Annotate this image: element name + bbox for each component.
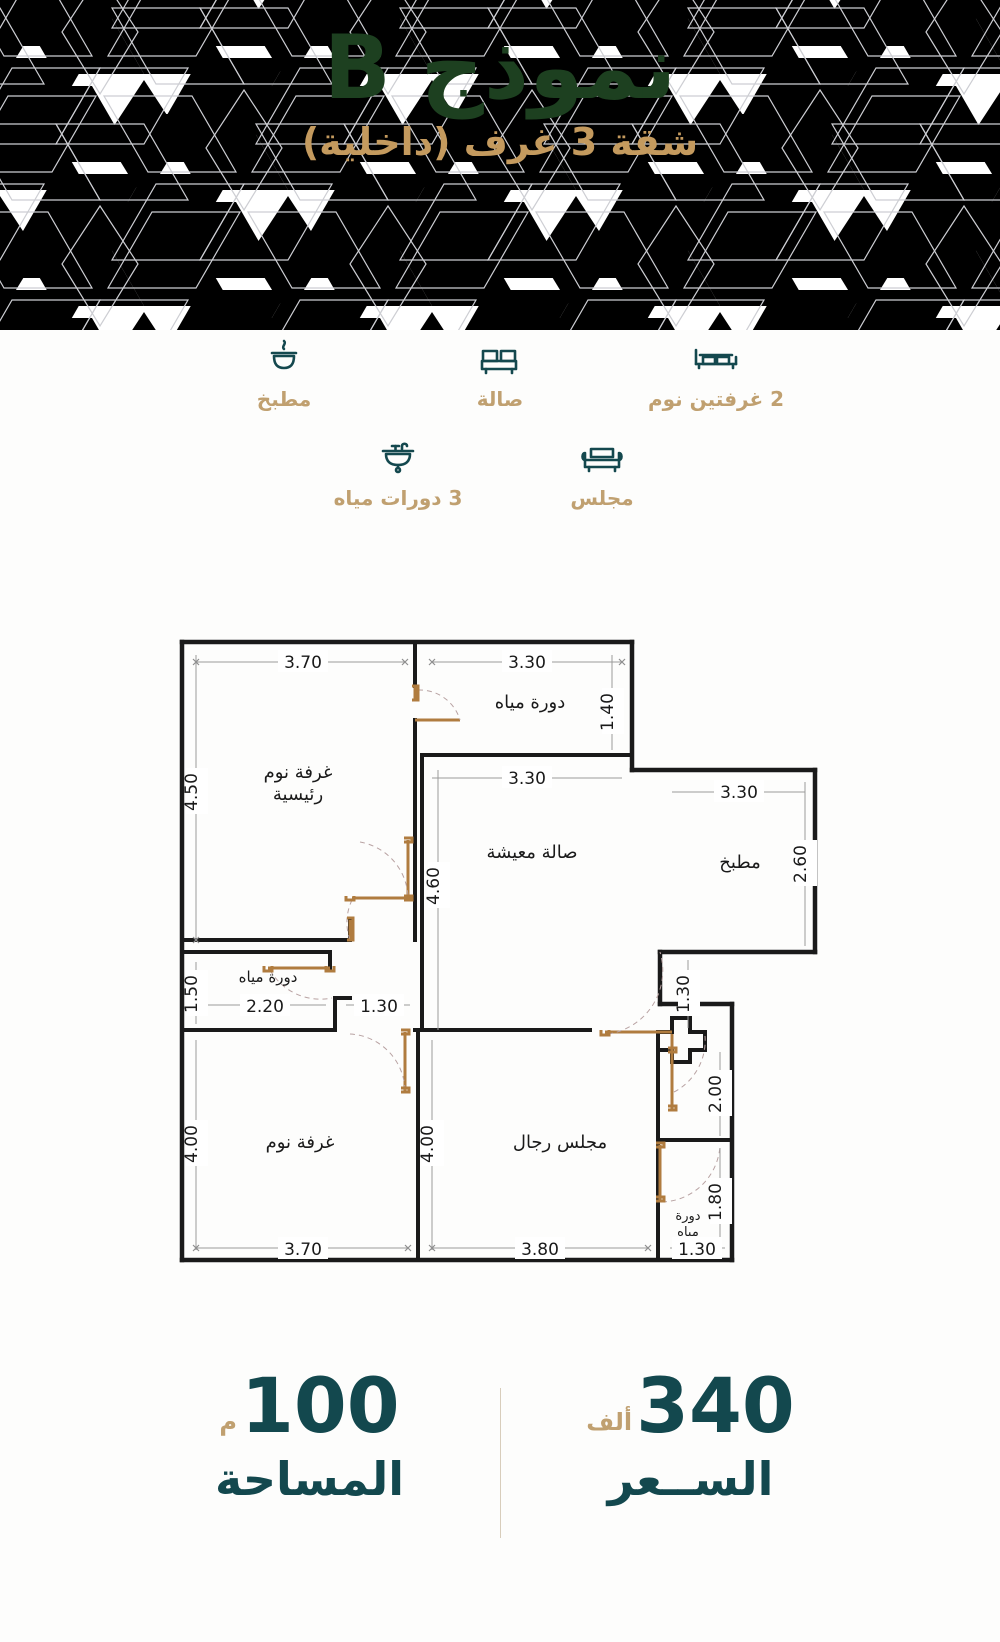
dim-bath-bottom-height: 1.80	[706, 1183, 726, 1221]
stats-divider	[499, 1388, 501, 1538]
area-value: 100	[240, 1361, 400, 1450]
dim-bottom-mid: 3.80	[521, 1240, 559, 1260]
room-label-bath-top: دورة مياه	[495, 692, 566, 713]
price-label: الســعر	[607, 1452, 774, 1506]
feature-bedrooms: 2 غرفتين نوم	[641, 330, 791, 411]
feature-living-room: صالة	[425, 330, 575, 411]
room-label-bedroom: غرفة نوم	[266, 1132, 335, 1153]
dim-bath-top-height: 1.40	[598, 693, 618, 731]
bed-icon	[693, 330, 739, 378]
area-label: المساحة	[215, 1452, 405, 1506]
feature-majlis: مجلس	[527, 429, 677, 510]
dim-bottom-right: 1.30	[678, 1240, 716, 1260]
feature-label: 2 غرفتين نوم	[647, 387, 785, 411]
feature-label: مطبخ	[256, 387, 312, 411]
dim-corridor-right: 1.30	[674, 975, 694, 1013]
floor-plan: غرفة نوم رئيسية دورة مياه صالة معيشة مطب…	[0, 600, 1000, 1320]
dim-top-right: 3.30	[508, 653, 546, 673]
room-label-bath-mid: دورة مياه	[239, 968, 298, 986]
dim-master-height: 4.50	[182, 773, 202, 811]
room-label-living: صالة معيشة	[486, 842, 577, 863]
stat-price: 340 ألف الســعر	[501, 1361, 881, 1507]
page-title: نموذج B	[323, 16, 678, 119]
dim-bottom-left: 3.70	[284, 1240, 322, 1260]
stats-row: 340 ألف الســعر 100 م المساحة	[0, 1368, 1000, 1608]
sofa-icon	[479, 330, 521, 378]
feature-label: صالة	[476, 387, 524, 411]
dim-top-left: 3.70	[284, 653, 322, 673]
area-unit: م	[219, 1408, 237, 1436]
features-list: 2 غرفتين نوم صالة	[0, 330, 1000, 510]
feature-label: مجلس	[570, 486, 634, 510]
feature-kitchen: مطبخ	[209, 330, 359, 411]
feature-label: 3 دورات مياه	[333, 486, 463, 510]
room-label-bath-bottom-2: مياه	[677, 1225, 699, 1240]
dim-bath-mid-height: 1.50	[182, 975, 202, 1013]
room-label-master-bedroom-2: رئيسية	[273, 784, 323, 805]
room-label-majlis: مجلس رجال	[513, 1132, 607, 1153]
price-value: 340	[636, 1361, 795, 1450]
dim-bath-right-height: 2.00	[706, 1075, 726, 1113]
kitchen-pot-icon	[267, 330, 301, 378]
dim-kitchen-width: 3.30	[720, 783, 758, 803]
price-unit: ألف	[586, 1408, 633, 1436]
dim-bedroom-height: 4.00	[182, 1125, 202, 1163]
armchair-icon	[581, 429, 623, 477]
dim-corridor-width: 1.30	[360, 997, 398, 1017]
header: نموذج B شقة 3 غرف (داخلية)	[0, 16, 1000, 165]
room-label-kitchen: مطبخ	[719, 852, 760, 873]
page-subtitle: شقة 3 غرف (داخلية)	[301, 120, 699, 165]
room-label-bath-bottom: دورة	[675, 1209, 700, 1224]
feature-bathrooms: 3 دورات مياه	[323, 429, 473, 510]
geometric-background-pattern	[0, 0, 1000, 330]
room-label-master-bedroom: غرفة نوم	[264, 762, 333, 783]
floor-plan-drawing: غرفة نوم رئيسية دورة مياه صالة معيشة مطب…	[179, 639, 818, 1263]
dim-living-height: 4.60	[424, 867, 444, 905]
dim-bath-mid-width: 2.20	[246, 997, 284, 1017]
stat-area: 100 م المساحة	[120, 1361, 500, 1507]
dim-kitchen-height: 2.60	[791, 845, 811, 883]
dim-majlis-height: 4.00	[418, 1125, 438, 1163]
sink-icon	[378, 429, 418, 477]
dim-living-width: 3.30	[508, 769, 546, 789]
